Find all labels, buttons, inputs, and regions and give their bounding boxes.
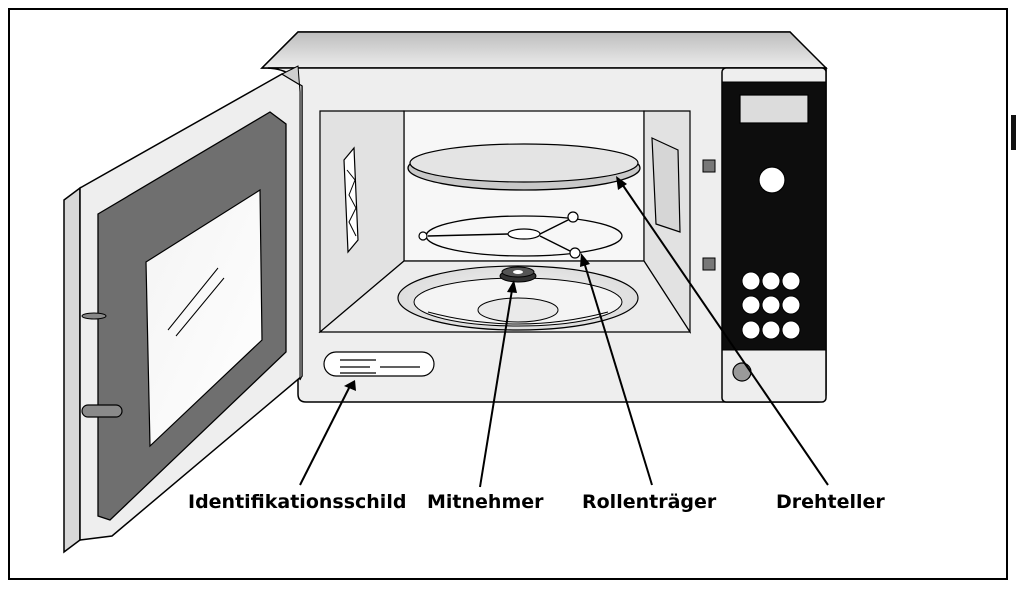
button-7 — [741, 320, 761, 340]
button-5 — [761, 295, 781, 315]
door-release-button — [732, 362, 752, 382]
leader-roller-ring — [580, 253, 653, 486]
label-turntable: Drehteller — [776, 491, 885, 513]
door-hinge-strip — [280, 65, 303, 381]
button-8 — [761, 320, 781, 340]
door-latch-hole-lower — [702, 257, 716, 271]
identification-plate-lines — [340, 359, 420, 374]
microwave-top-face — [260, 31, 828, 69]
button-4 — [741, 295, 761, 315]
floor-recess-step — [427, 311, 609, 325]
label-identification-plate: Identifikationsschild — [188, 491, 406, 513]
turntable-plate — [409, 143, 639, 183]
button-3 — [781, 271, 801, 291]
door-latch-hole-upper — [702, 159, 716, 173]
button-6 — [781, 295, 801, 315]
leader-drive-coupling — [479, 280, 517, 488]
waveguide-vent — [343, 146, 359, 254]
button-2 — [761, 271, 781, 291]
control-knob — [758, 166, 786, 194]
roller-wheel-1 — [418, 231, 428, 241]
button-9 — [781, 320, 801, 340]
right-wall-window — [651, 137, 681, 233]
edge-tab — [1011, 115, 1016, 150]
door-glass-reflection — [167, 267, 225, 337]
leader-turntable — [616, 176, 829, 486]
identification-plate — [323, 351, 435, 377]
button-1 — [741, 271, 761, 291]
drive-coupling-hole — [513, 270, 523, 274]
display-window — [739, 94, 809, 124]
roller-ring-hub — [507, 228, 541, 240]
label-drive-coupling: Mitnehmer — [427, 491, 544, 513]
floor-recess-center — [477, 297, 559, 323]
door-latch-lower — [81, 404, 123, 418]
door-side-edge — [63, 186, 81, 554]
door-window — [145, 188, 263, 448]
label-roller-ring: Rollenträger — [582, 491, 717, 513]
roller-wheel-2 — [567, 211, 579, 223]
waveguide-vent-pattern — [346, 169, 357, 237]
leader-identification-plate — [299, 380, 356, 486]
roller-ring-arms — [427, 217, 573, 253]
roller-wheel-3 — [569, 247, 581, 259]
door-latch-upper — [81, 312, 107, 320]
